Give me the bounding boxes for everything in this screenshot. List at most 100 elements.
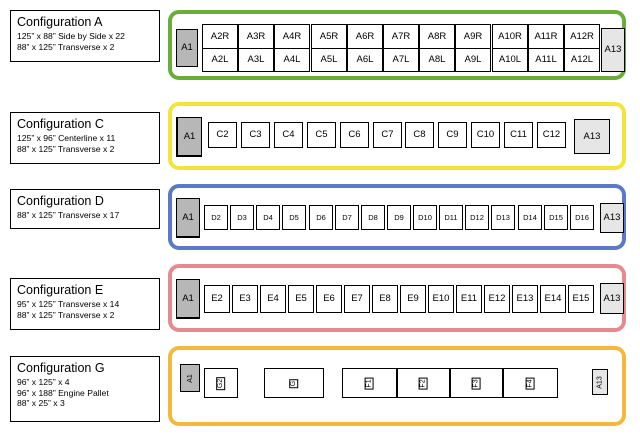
config-g-position-label: F2	[418, 376, 428, 390]
config-c-position: C8	[405, 122, 434, 148]
config-d-position: D10	[413, 205, 437, 230]
config-c-start-position: A1	[176, 117, 202, 157]
config-c-position: C7	[373, 122, 402, 148]
config-g-end-label: A13	[596, 375, 604, 389]
config-e-position: E15	[568, 285, 594, 313]
config-d-position: D5	[282, 205, 306, 230]
config-g-spec-3: 88” x 25” x 3	[17, 398, 65, 408]
config-d-position: D4	[256, 205, 280, 230]
config-a-position-left: A2L	[203, 48, 237, 71]
config-a-spec-2: 88” x 125” Transverse x 2	[17, 41, 115, 52]
config-e-position: E11	[456, 285, 482, 313]
config-a-position-left: A12L	[565, 48, 599, 71]
config-a-position-right: A6R	[355, 30, 375, 42]
config-a-position-pair: A2R A2L	[202, 24, 238, 72]
config-g-start-position: A1	[180, 364, 200, 392]
config-a-title: Configuration A	[17, 15, 103, 29]
config-a-position-right: A3R	[246, 30, 266, 42]
config-a-position-right: A4R	[282, 30, 302, 42]
config-d-start-position: A1	[176, 198, 200, 238]
config-d-position: D11	[439, 205, 463, 230]
config-a-position-left: A6L	[348, 48, 382, 71]
config-a-position-right: A2R	[210, 30, 230, 42]
config-c-position: C3	[241, 122, 270, 148]
config-g-end-position: A13	[592, 369, 608, 395]
config-a-position-left: A7L	[384, 48, 418, 71]
config-a-position-right: A8R	[427, 30, 447, 42]
config-a-position-left: A10L	[493, 48, 527, 71]
config-e-position: E3	[232, 285, 258, 313]
config-d-position: D12	[465, 205, 489, 230]
config-a-position-pair: A6R A6L	[347, 24, 383, 72]
config-c-position: C10	[471, 122, 500, 148]
config-d-end-position: A13	[600, 203, 624, 233]
config-g-position: F1	[342, 368, 397, 398]
config-g-position: G2	[204, 368, 238, 398]
config-e-position: E2	[204, 285, 230, 313]
config-d-position: D14	[518, 205, 542, 230]
config-c-title: Configuration C	[17, 117, 104, 131]
config-g-position-label: F3	[471, 376, 481, 390]
config-e-position: E10	[428, 285, 454, 313]
config-g-title: Configuration G	[17, 361, 105, 375]
config-e-position: E12	[484, 285, 510, 313]
config-g-spec-2: 96” x 188” Engine Pallet	[17, 387, 109, 398]
config-a-position-pair: A11R A11L	[528, 24, 564, 72]
config-g-position: F4	[503, 368, 558, 398]
config-e-position: E8	[372, 285, 398, 313]
config-g-spec-1: 96” x 125” x 4	[17, 377, 70, 387]
config-a-position-right: A11R	[534, 30, 558, 42]
config-a-spec-1: 125” x 88” Side by Side x 22	[17, 31, 125, 41]
config-a-position-left: A5L	[312, 48, 346, 71]
config-e-position: E9	[400, 285, 426, 313]
config-g-position: F3	[450, 368, 503, 398]
config-e-end-position: A13	[600, 283, 624, 314]
config-c-position: C12	[537, 122, 566, 148]
config-a-position-pair: A8R A8L	[419, 24, 455, 72]
config-e-position: E6	[316, 285, 342, 313]
config-c-spec-1: 125” x 96” Centerline x 11	[17, 133, 116, 143]
config-d-position: D8	[361, 205, 385, 230]
config-c-label: Configuration C 125” x 96” Centerline x …	[10, 112, 160, 164]
config-g-position-label: G2	[216, 376, 226, 390]
config-e-spec-2: 88” x 125” Transverse x 2	[17, 309, 115, 320]
config-d-label: Configuration D 88” x 125” Transverse x …	[10, 189, 160, 229]
config-g-position-label: F4	[525, 376, 535, 390]
config-d-position: D13	[491, 205, 515, 230]
config-d-position: D7	[335, 205, 359, 230]
config-c-spec-2: 88” x 125” Transverse x 2	[17, 143, 115, 154]
config-e-start-position: A1	[176, 279, 200, 319]
config-d-position: D15	[544, 205, 568, 230]
config-g-position-label: F1	[364, 376, 374, 390]
config-e-position: E13	[512, 285, 538, 313]
config-d-position: D3	[230, 205, 254, 230]
config-d-title: Configuration D	[17, 194, 104, 208]
config-d-spec-1: 88” x 125” Transverse x 17	[17, 210, 120, 220]
config-e-position: E5	[288, 285, 314, 313]
config-e-position: E14	[540, 285, 566, 313]
config-a-position-left: A8L	[420, 48, 454, 71]
config-c-position: C6	[340, 122, 369, 148]
config-a-position-left: A9L	[456, 48, 490, 71]
config-d-position: D6	[309, 205, 333, 230]
config-a-position-left: A11L	[529, 48, 563, 71]
config-c-position: C4	[274, 122, 303, 148]
config-a-position-right: A12R	[570, 30, 594, 42]
config-a-position-right: A10R	[498, 30, 522, 42]
config-c-position: C11	[504, 122, 533, 148]
config-d-position: D9	[387, 205, 411, 230]
config-c-end-position: A13	[574, 119, 610, 154]
config-e-label: Configuration E 95” x 125” Transverse x …	[10, 278, 160, 330]
config-g-label: Configuration G 96” x 125” x 4 96” x 188…	[10, 356, 160, 422]
